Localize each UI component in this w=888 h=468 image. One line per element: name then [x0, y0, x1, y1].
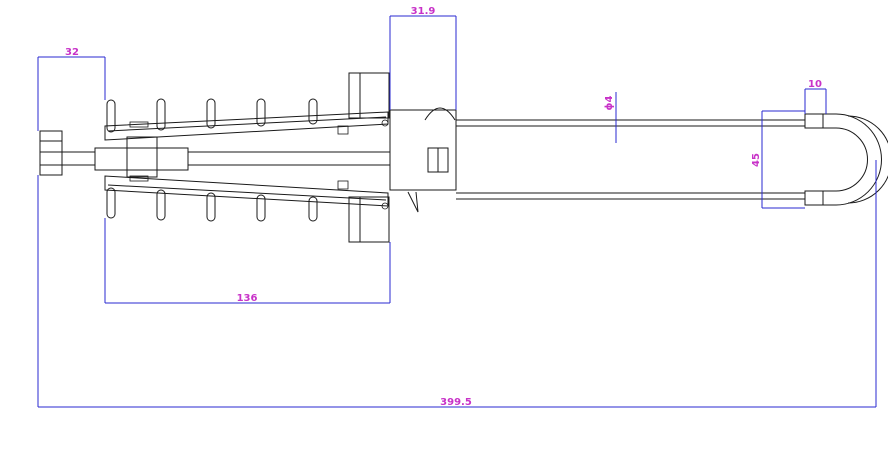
dimension-lines [37, 15, 877, 408]
dim-tail-length: 32 [65, 47, 79, 58]
clamp-body-outline [39, 72, 888, 243]
dim-loop-height: 45 [751, 153, 762, 167]
dim-hole-diameter: ϕ4 [604, 95, 615, 110]
dim-sheath-length: 136 [237, 293, 258, 304]
dim-ring-spacing: 10 [808, 79, 822, 90]
dim-front-clamp-width: 31.9 [411, 6, 436, 17]
dim-overall-length: 399.5 [440, 397, 472, 408]
